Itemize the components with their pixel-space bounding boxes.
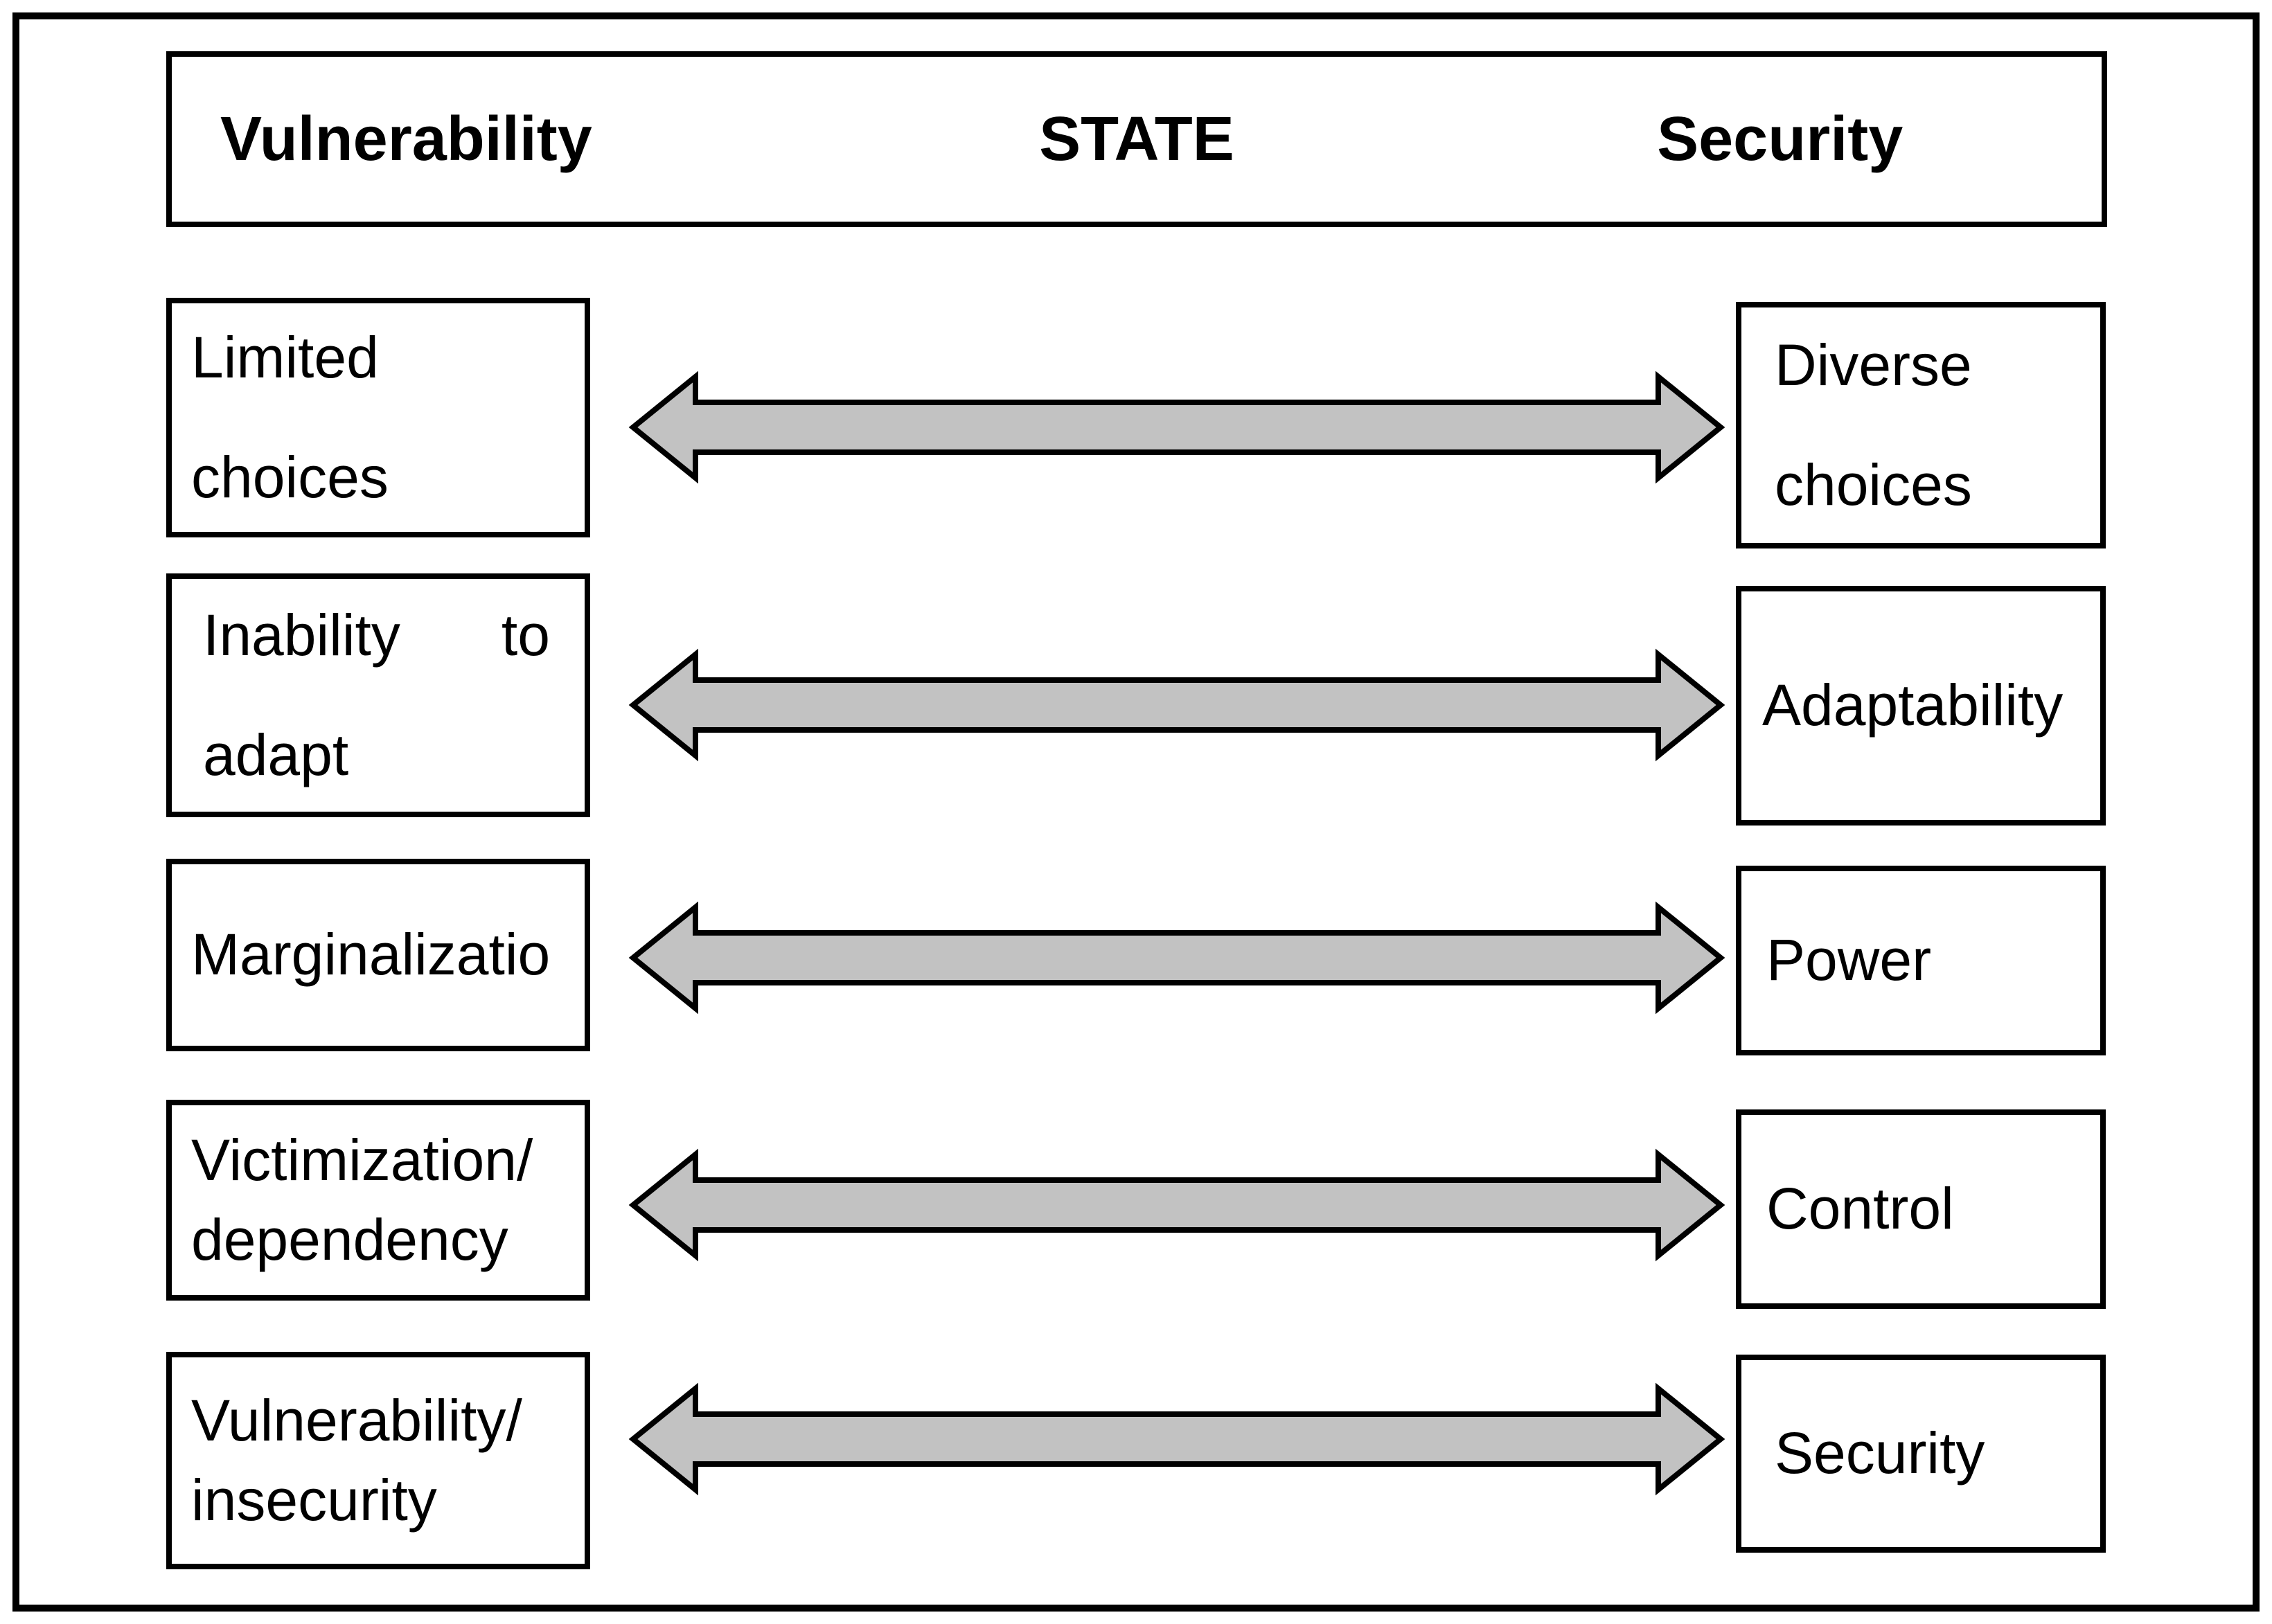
double-arrow-icon [628,648,1725,762]
box-label-line: Adaptability [1762,672,2064,738]
box-label-line: adapt [203,722,349,787]
left-box-limited-choices: Limited choices [166,298,590,537]
header-label-vulnerability: Vulnerability [220,104,592,174]
box-label-line: choices [1775,452,1972,517]
right-box-diverse-choices: Diverse choices [1736,302,2106,548]
left-box-inability-to-adapt: Inability to adapt [166,573,590,817]
double-arrow-icon [628,901,1725,1015]
box-label-line: Diverse [1775,332,1972,398]
left-box-marginalization: Marginalizatio [166,859,590,1051]
box-label-line: Limited [191,324,379,390]
right-box-security: Security [1736,1355,2106,1553]
left-box-victimization-dependency: Victimization/ dependency [166,1100,590,1301]
double-arrow-icon [628,1382,1725,1496]
double-arrow-icon [628,371,1725,484]
box-label-line: Vulnerability/ [191,1387,522,1453]
box-label-line: Power [1766,927,1932,993]
double-arrow-icon [628,1148,1725,1262]
box-label-line: Victimization/ [191,1127,533,1193]
right-box-control: Control [1736,1109,2106,1309]
right-box-power: Power [1736,866,2106,1055]
box-label-line: insecurity [191,1467,437,1533]
box-label-line: Control [1766,1176,1954,1242]
right-box-adaptability: Adaptability [1736,586,2106,826]
header-label-state: STATE [1039,104,1234,174]
box-label-line: dependency [191,1207,508,1272]
box-label-line: choices [191,445,389,510]
left-box-vulnerability-insecurity: Vulnerability/ insecurity [166,1352,590,1569]
box-label-line: Security [1775,1420,1985,1486]
header-label-security: Security [1657,104,1903,174]
box-label-line: Inability to [203,602,550,668]
box-label-line: Marginalizatio [191,922,551,988]
diagram-outer-border [12,12,2260,1612]
header-box: Vulnerability STATE Security [166,51,2107,227]
